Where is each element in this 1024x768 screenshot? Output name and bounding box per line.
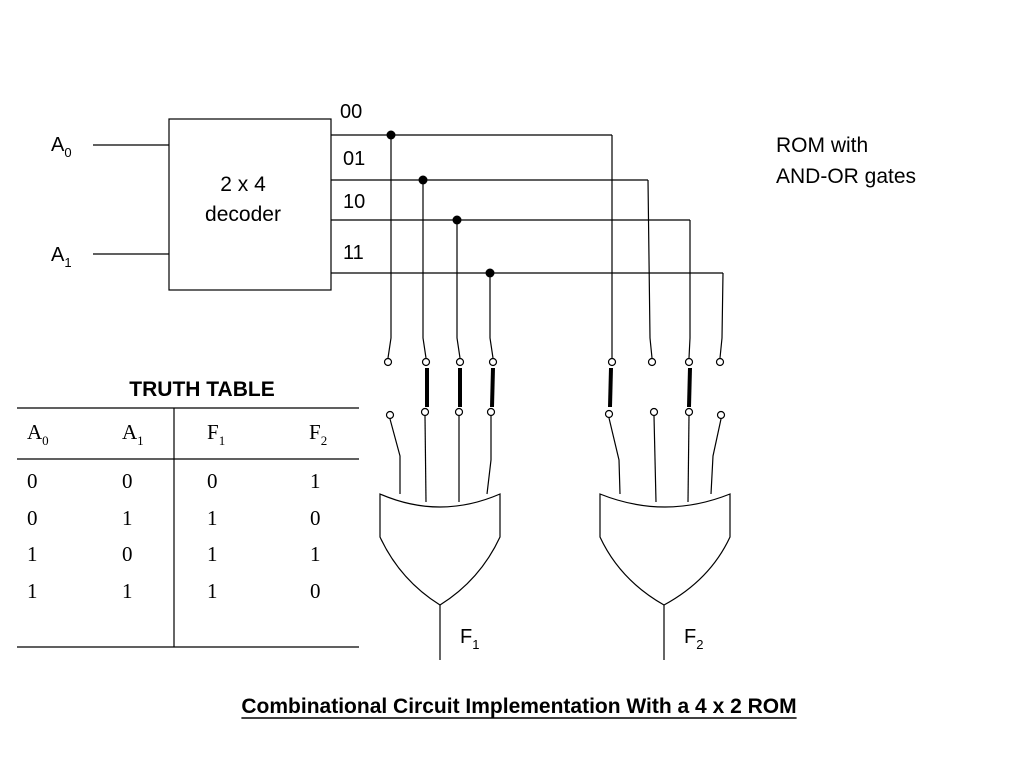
fuse-link-f2-m2 [687, 367, 692, 408]
gate-input-wires [389, 415, 722, 503]
output-label-10: 10 [343, 191, 365, 213]
fuse-bottom-f2-m0 [604, 409, 614, 419]
table-cell: 1 [310, 469, 321, 493]
wire-f2-in3 [710, 418, 722, 495]
table-cell: 1 [122, 506, 133, 530]
fuse-top-f2-m0 [607, 357, 617, 367]
fuse-link-f2-m0 [608, 367, 613, 408]
wire-f1-in3 [486, 416, 492, 495]
decoder-outputs: 00 01 10 11 [331, 101, 723, 274]
fuse-bottom-f1-m2 [454, 407, 464, 417]
table-cell: 0 [310, 506, 321, 530]
fuse-top-f1-m0 [383, 357, 393, 367]
drop-f2-m1 [647, 179, 653, 359]
drop-f1-m3 [489, 273, 494, 359]
table-cell: 0 [207, 469, 218, 493]
table-cell: 0 [27, 506, 38, 530]
fuse-top-f2-m2 [684, 357, 694, 367]
table-cell: 0 [122, 469, 133, 493]
table-header: F1 [207, 420, 225, 448]
fuse-link-f1-m3 [490, 367, 495, 408]
table-cell: 1 [207, 542, 218, 566]
fuse-top-f2-m1 [647, 357, 657, 367]
output-label-01: 01 [343, 148, 365, 170]
table-header: F2 [309, 420, 327, 448]
table-cell: 1 [122, 579, 133, 603]
fuse-bottom-f2-m1 [649, 407, 659, 417]
output-label-11: 11 [343, 242, 364, 264]
table-row: 0 0 0 1 [27, 469, 321, 493]
or-gate-f2-body [599, 493, 731, 606]
table-row: 0 1 1 0 [27, 506, 321, 530]
fuse-bottom-f1-m1 [420, 407, 430, 417]
drop-f1-m2 [456, 220, 461, 359]
decoder-label-line2: decoder [205, 203, 281, 226]
table-row: 1 0 1 1 [27, 542, 321, 566]
junction-dots [386, 130, 495, 278]
wire-f2-in2 [687, 415, 690, 503]
wire-f2-in1 [653, 415, 657, 503]
table-header: A1 [122, 420, 144, 448]
table-cell: 1 [27, 542, 38, 566]
note-line2: AND-OR gates [776, 165, 916, 188]
fuse-top-f1-m2 [455, 357, 465, 367]
fuse-top-f2-m3 [715, 357, 725, 367]
or-gate-f2: F2 [599, 493, 731, 660]
truth-table-title: TRUTH TABLE [129, 378, 274, 401]
or-gate-f1-body [379, 493, 501, 606]
output-label-00: 00 [340, 101, 362, 123]
table-cell: 1 [310, 542, 321, 566]
drop-f1-m1 [422, 180, 427, 359]
table-cell: 0 [27, 469, 38, 493]
or-gate-f2-label: F2 [684, 626, 703, 652]
decoder-inputs: A0 A1 [51, 134, 169, 270]
fuse-bottom-f1-m3 [486, 407, 496, 417]
table-row: 1 1 1 0 [27, 579, 321, 603]
table-cell: 0 [122, 542, 133, 566]
minterm-drops [387, 135, 724, 359]
caption-text: Combinational Circuit Implementation Wit… [241, 695, 796, 718]
table-cell: 1 [207, 506, 218, 530]
drop-f2-m2 [688, 220, 691, 359]
table-cell: 0 [310, 579, 321, 603]
fuse-bottom-f2-m2 [684, 407, 694, 417]
wire-f2-in0 [608, 417, 621, 495]
table-cell: 1 [27, 579, 38, 603]
decoder-box [168, 118, 332, 291]
drop-f1-m0 [387, 135, 392, 359]
fuse-top-f1-m1 [421, 357, 431, 367]
caption: Combinational Circuit Implementation Wit… [241, 695, 797, 719]
fuse-top-f1-m3 [488, 357, 498, 367]
note-line1: ROM with [776, 134, 868, 157]
table-cell: 1 [207, 579, 218, 603]
fuse-bottom-f2-m3 [716, 410, 726, 420]
wire-f1-in1 [424, 415, 427, 503]
fuse-array [383, 357, 726, 420]
fuse-bottom-f1-m0 [385, 410, 395, 420]
drop-f2-m3 [719, 272, 724, 359]
or-gate-f1-label: F1 [460, 626, 479, 652]
rom-note: ROM with AND-OR gates [776, 134, 916, 188]
input-label-a1: A1 [51, 244, 72, 270]
table-header: A0 [27, 420, 49, 448]
decoder-label-line1: 2 x 4 [220, 173, 266, 196]
or-gate-f1: F1 [379, 493, 501, 660]
wire-f1-in0 [389, 418, 401, 494]
truth-table: TRUTH TABLE A0 A1 F1 F2 0 0 0 1 0 1 1 0 … [17, 378, 359, 648]
decoder-block: 2 x 4 decoder [168, 118, 332, 291]
input-label-a0: A0 [51, 134, 72, 160]
